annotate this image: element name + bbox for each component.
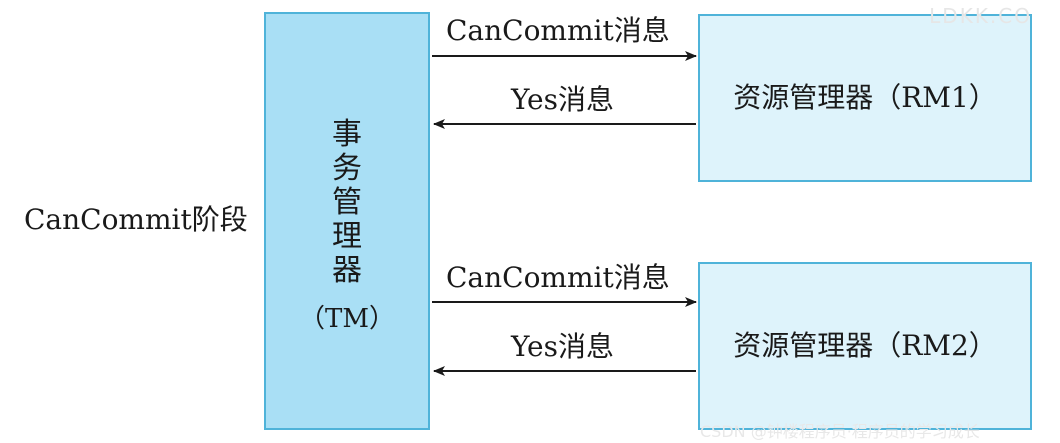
resource-manager-1-label: 资源管理器（RM1） <box>733 81 997 114</box>
resource-manager-1-box: 资源管理器（RM1） <box>698 14 1032 182</box>
yes-message-label-rm2: Yes消息 <box>511 330 614 363</box>
watermark-top: LDKK.CO <box>929 4 1032 28</box>
watermark-bottom: CSDN @钟楼程序员·程序员的学习成长 <box>700 422 980 441</box>
tm-name-char: 理 <box>332 219 362 254</box>
transaction-manager-label: 事 务 管 理 器 （TM） <box>266 118 428 336</box>
tm-name-char: 务 <box>332 151 362 186</box>
tm-name-char: 事 <box>332 117 362 152</box>
resource-manager-2-label: 资源管理器（RM2） <box>733 329 997 362</box>
resource-manager-2-box: 资源管理器（RM2） <box>698 262 1032 430</box>
tm-name-char: 管 <box>332 185 362 220</box>
transaction-manager-box: 事 务 管 理 器 （TM） <box>264 12 430 430</box>
yes-message-label-rm1: Yes消息 <box>511 83 614 116</box>
tm-abbreviation: （TM） <box>299 304 395 334</box>
cancommit-message-label-rm2: CanCommit消息 <box>446 261 670 294</box>
tm-name-char: 器 <box>332 253 362 288</box>
cancommit-message-label-rm1: CanCommit消息 <box>446 14 670 47</box>
phase-label: CanCommit阶段 <box>24 203 248 236</box>
